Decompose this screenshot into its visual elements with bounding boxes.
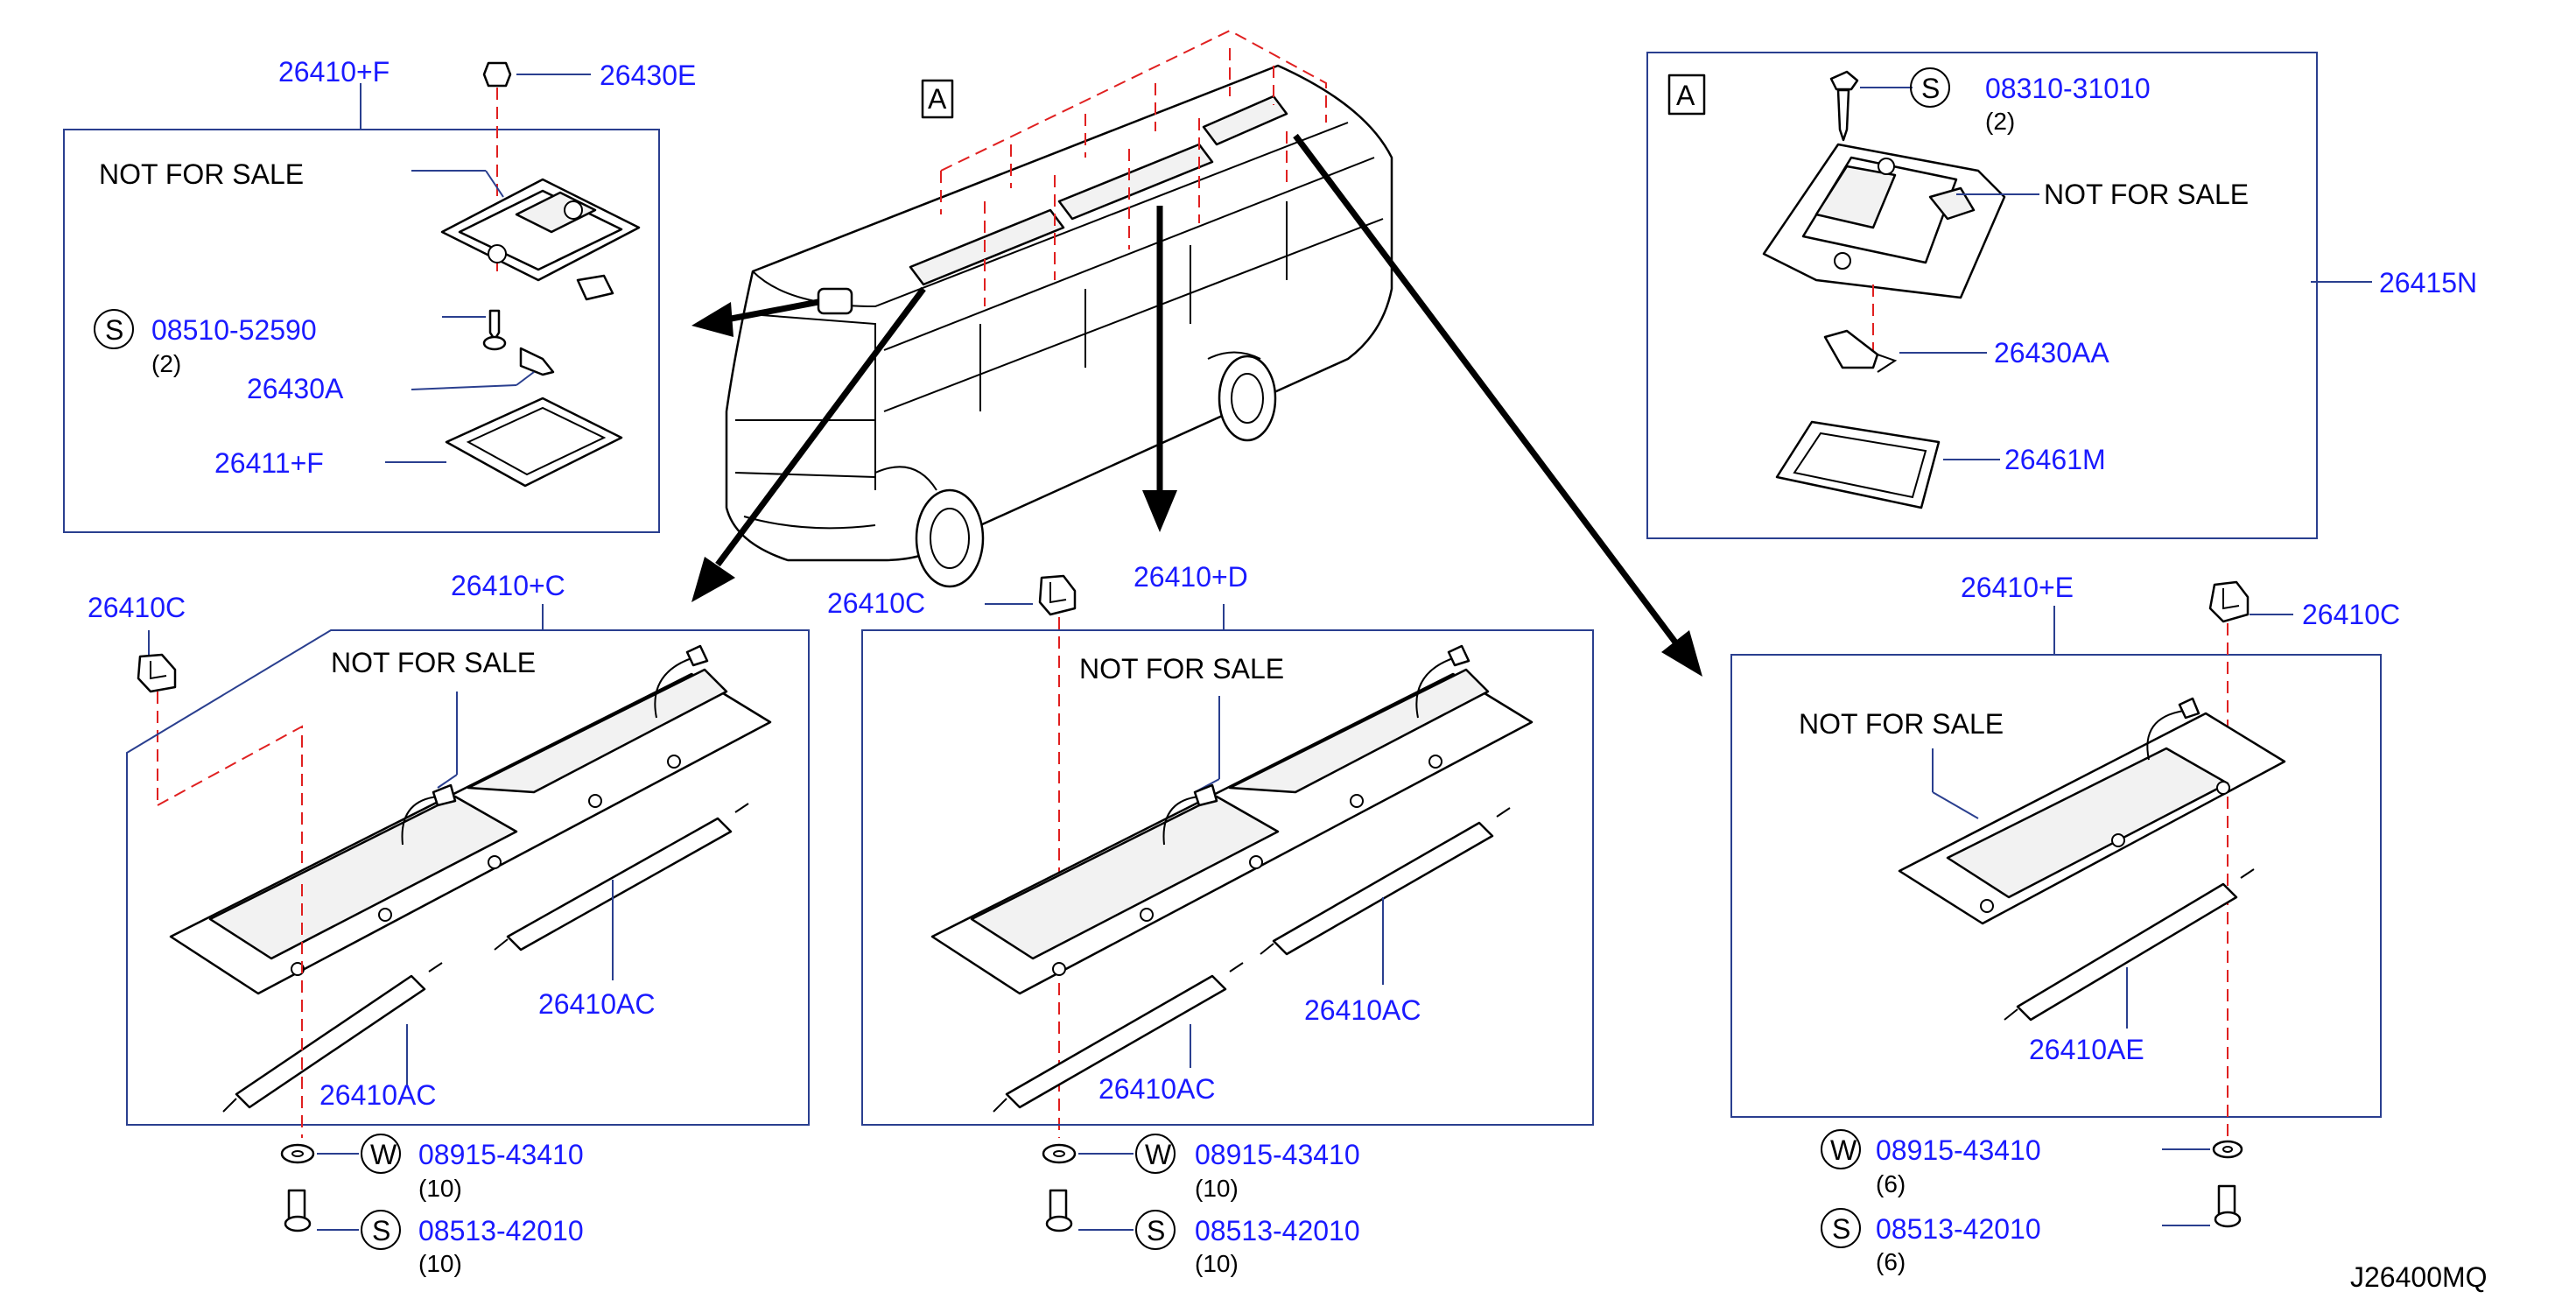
lens-icon <box>445 397 623 488</box>
part-26430E: 26430E <box>600 60 696 91</box>
group-d-title: 26410+D <box>1134 561 1248 593</box>
part-26410AE: 26410AE <box>2029 1034 2144 1065</box>
group-c-screw-qty: (10) <box>418 1250 462 1277</box>
group-e-box <box>1730 654 2382 1118</box>
fluorescent-tube-c1 <box>235 974 426 1109</box>
group-c-screw-sym: S <box>372 1215 390 1246</box>
clip-icon-e <box>2208 580 2250 623</box>
part-08513-42010-d: 08513-42010 <box>1195 1215 1360 1246</box>
ref-a-bus-box <box>921 79 954 119</box>
group-f-screw-qty: (2) <box>151 350 181 377</box>
group-c-washer-qty: (10) <box>418 1175 462 1202</box>
washer-icon-e <box>2212 1140 2243 1159</box>
part-08915-43410-d: 08915-43410 <box>1195 1139 1360 1170</box>
ref-a-bus-label: A <box>928 83 947 115</box>
ref-a-box <box>1667 74 1706 116</box>
part-26410AC-c2: 26410AC <box>538 988 655 1020</box>
roof-lamp-c <box>909 208 1065 286</box>
group-c: 26410C 26410+C NOT FOR SALE 26410AC 2641… <box>88 570 810 1277</box>
group-d-clip-label: 26410C <box>827 587 925 619</box>
fluorescent-tube-d1 <box>1005 974 1227 1109</box>
group-d-washer-qty: (10) <box>1195 1175 1239 1202</box>
group-e-clip-label: 26410C <box>2302 599 2400 630</box>
part-26410AC-d1: 26410AC <box>1098 1073 1215 1105</box>
screw-head-icon <box>1829 70 1859 91</box>
roof-lamp-e <box>1202 95 1288 146</box>
washer-icon-d <box>1042 1143 1077 1164</box>
group-d-washer-sym: W <box>1145 1139 1172 1170</box>
part-26415N: 26415N <box>2379 267 2477 298</box>
part-26411+F: 26411+F <box>214 447 324 479</box>
fluorescent-tube-e <box>2016 882 2238 1022</box>
group-f-screw-sym: S <box>105 314 123 346</box>
part-08915-43410-c: 08915-43410 <box>418 1139 584 1170</box>
roof-lamp-d <box>1057 143 1214 221</box>
group-a-ref: A <box>1676 80 1695 111</box>
part-26430A: 26430A <box>247 373 344 404</box>
bus-illustration: A <box>725 29 1393 588</box>
group-f-title: 26410+F <box>278 56 390 88</box>
group-d-box <box>861 629 1594 1126</box>
part-26430AA: 26430AA <box>1994 337 2109 369</box>
lens-icon-a <box>1775 420 1941 509</box>
group-f: 26410+F 26430E NOT FOR SALE S 08510-5259… <box>63 56 696 533</box>
group-e-washer-sym: W <box>1830 1134 1857 1166</box>
fluorescent-tube-c2 <box>506 817 733 951</box>
group-e: 26410+E 26410C NOT FOR SALE 26410AE W 08… <box>1730 572 2400 1275</box>
group-d-screw-qty: (10) <box>1195 1250 1239 1277</box>
group-c-box <box>126 629 810 1126</box>
callout-arrows <box>691 133 1702 677</box>
group-a: A S 08310-31010 (2) NOT FOR SALE 26415N … <box>1646 52 2477 539</box>
group-e-screw-sym: S <box>1832 1213 1850 1245</box>
group-a-box <box>1646 52 2318 539</box>
diagram-code: J26400MQ <box>2350 1261 2488 1293</box>
group-d-screw-sym: S <box>1147 1215 1165 1246</box>
group-f-box <box>63 129 660 533</box>
part-26410AC-c1: 26410AC <box>319 1079 436 1111</box>
part-08510-52590: 08510-52590 <box>151 314 317 346</box>
clip-icon-d <box>1038 574 1077 616</box>
part-08513-42010-e: 08513-42010 <box>1876 1213 2041 1245</box>
group-d-note: NOT FOR SALE <box>1079 653 1284 685</box>
part-08915-43410-e: 08915-43410 <box>1876 1134 2041 1166</box>
hex-nut-icon <box>482 61 512 88</box>
group-c-washer-sym: W <box>370 1139 397 1170</box>
group-c-note: NOT FOR SALE <box>331 647 536 678</box>
part-08310-31010: 08310-31010 <box>1985 73 2151 104</box>
washer-icon <box>280 1143 315 1164</box>
roof-dome-lamp <box>817 287 853 315</box>
group-f-note: NOT FOR SALE <box>99 158 304 190</box>
screw-icon <box>488 309 501 341</box>
group-c-clip-label: 26410C <box>88 592 186 623</box>
group-a-note: NOT FOR SALE <box>2044 179 2249 210</box>
wedge-bulb-icon <box>519 347 555 376</box>
part-08513-42010-c: 08513-42010 <box>418 1215 584 1246</box>
group-e-note: NOT FOR SALE <box>1799 708 2004 740</box>
part-26461M: 26461M <box>2004 444 2106 475</box>
group-e-screw-qty: (6) <box>1876 1248 1906 1275</box>
group-a-screw-qty: (2) <box>1985 108 2015 135</box>
clip-icon <box>137 653 177 693</box>
group-d: 26410C 26410+D NOT FOR SALE 26410AC 2641… <box>827 561 1594 1277</box>
fluorescent-tube-d2 <box>1272 821 1494 956</box>
group-c-title: 26410+C <box>451 570 565 601</box>
bulb-icon <box>1823 329 1879 369</box>
group-e-washer-qty: (6) <box>1876 1170 1906 1197</box>
part-26410AC-d2: 26410AC <box>1304 994 1421 1026</box>
group-e-title: 26410+E <box>1961 572 2074 603</box>
group-a-screw-sym: S <box>1921 73 1940 104</box>
